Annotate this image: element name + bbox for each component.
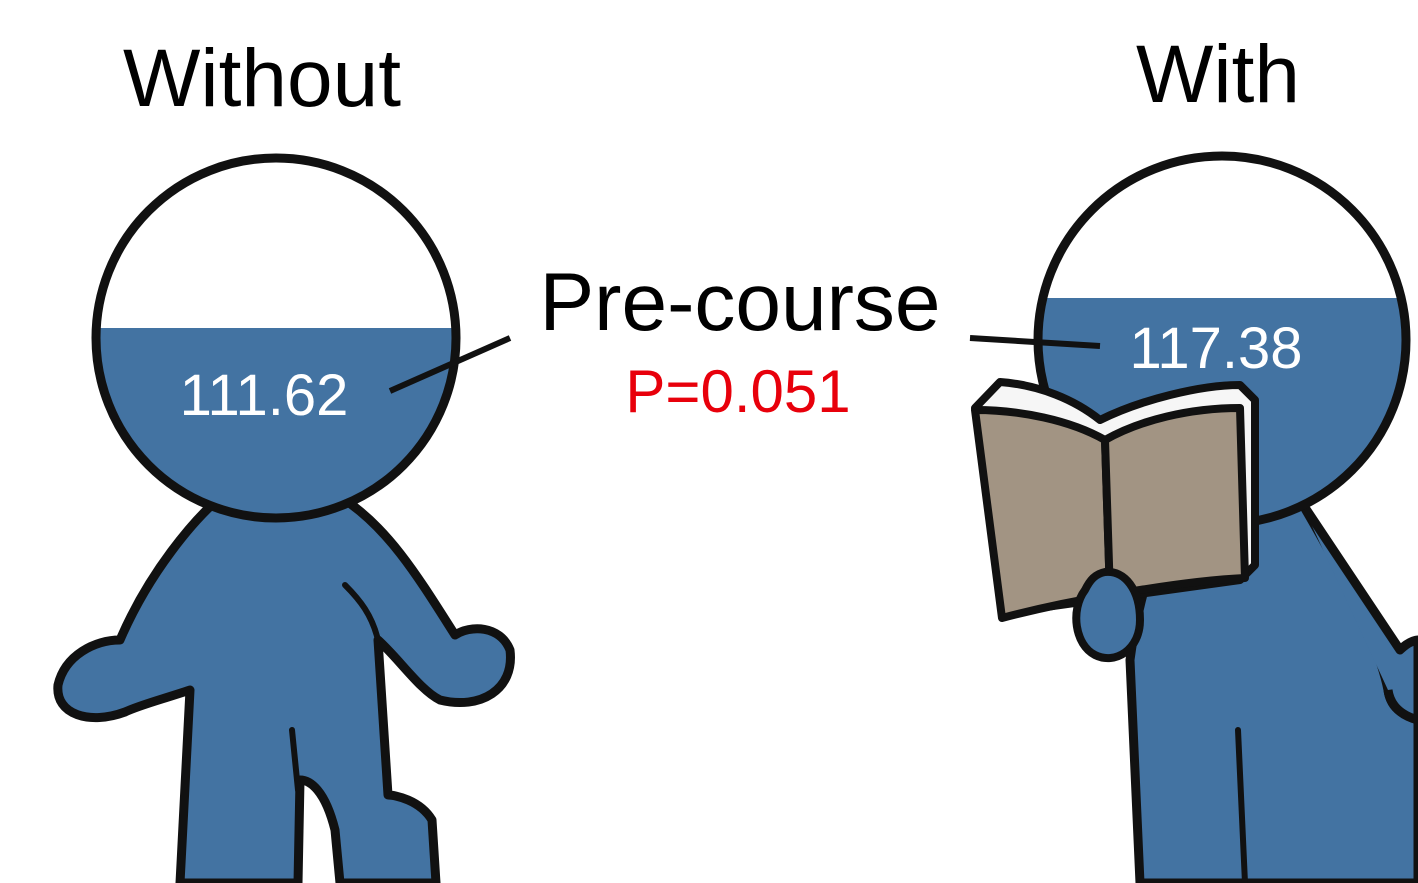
right-title: With [1136,29,1300,120]
center-labels: Pre-course P=0.051 [539,257,940,425]
right-figure: With 117.38 [969,29,1418,883]
right-score: 117.38 [1129,316,1302,381]
left-leg-line [289,727,301,793]
right-figure-arm [1296,497,1418,725]
precourse-label: Pre-course [539,257,940,348]
left-score: 111.62 [180,363,349,428]
open-book [971,378,1259,622]
right-connector-line [969,335,1101,349]
left-head-outline [91,153,461,523]
left-connector-line [388,335,512,394]
left-arm-line [342,582,381,643]
book-cover-right [1101,404,1249,599]
right-hand [1072,567,1144,663]
left-title: Without [123,33,401,124]
right-leg-line [1235,727,1248,883]
left-figure-body [53,495,515,883]
p-value-label: P=0.051 [625,358,850,425]
left-figure: Without 111.62 [53,33,515,883]
